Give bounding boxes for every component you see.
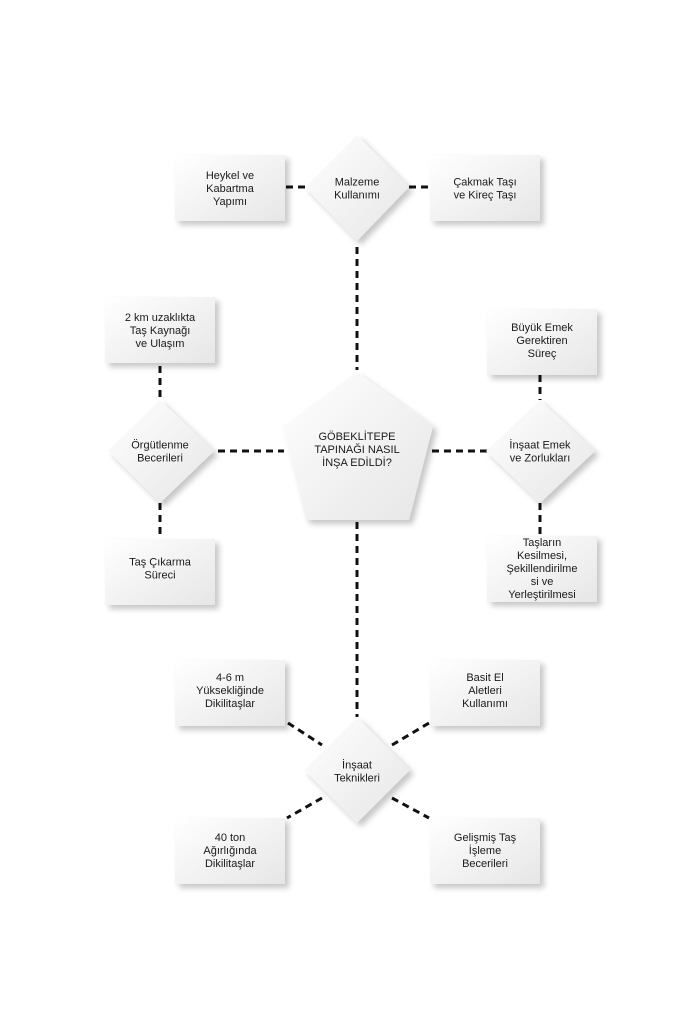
- label-line: Örgütlenme: [131, 440, 188, 452]
- label-line: Yerleştirilmesi: [508, 589, 575, 601]
- label-line: Becerileri: [462, 858, 508, 870]
- label-line: ve Zorlukları: [510, 453, 571, 465]
- label-line: 2 km uzaklıkta: [125, 312, 196, 324]
- label-line: Kullanımı: [334, 190, 380, 202]
- label-line: Gelişmiş Taş: [454, 832, 517, 844]
- label-line: Dikilitaşlar: [205, 858, 255, 870]
- label-line: Taş Kaynağı: [130, 325, 191, 337]
- label-line: si ve: [531, 576, 554, 588]
- connector-techniques-height: [287, 721, 323, 747]
- connector-techniques-weight: [286, 796, 323, 820]
- label-line: Taş Çıkarma: [129, 557, 192, 569]
- label-line: ve Ulaşım: [136, 338, 185, 350]
- label-line: Heykel ve: [206, 170, 254, 182]
- label-line: 40 ton: [215, 832, 246, 844]
- label-line: Yüksekliğinde: [196, 685, 264, 697]
- label-line: Basit El: [466, 672, 503, 684]
- label-line: TAPINAĞI NASIL: [314, 443, 399, 456]
- label-line: İNŞA EDİLDİ?: [322, 456, 392, 469]
- label-line: Kullanımı: [462, 698, 508, 710]
- connectors: [158, 185, 542, 820]
- label-line: Büyük Emek: [511, 322, 573, 334]
- label-line: ve Kireç Taşı: [454, 190, 517, 202]
- label-line: Yapımı: [213, 196, 247, 208]
- label-line: İnşaat Emek: [509, 439, 571, 452]
- label-line: Çakmak Taşı: [453, 177, 516, 189]
- label-line: İşleme: [469, 844, 501, 857]
- label-line: Becerileri: [137, 453, 183, 465]
- label-line: Ağırlığında: [203, 845, 257, 857]
- label-line: Malzeme: [335, 177, 380, 189]
- connector-techniques-skills: [391, 796, 430, 820]
- label-line: Aletleri: [468, 685, 502, 697]
- label-line: Gerektiren: [516, 335, 567, 347]
- label-line: Dikilitaşlar: [205, 698, 255, 710]
- label-line: Taşların: [523, 537, 562, 549]
- label-line: GÖBEKLİTEPE: [318, 430, 395, 443]
- label-line: Kabartma: [206, 183, 255, 195]
- label-line: Şekillendirilme: [507, 563, 578, 575]
- label-line: Süreci: [144, 570, 175, 582]
- connector-techniques-tools: [391, 721, 430, 747]
- label-line: İnşaat: [342, 759, 372, 772]
- label-line: Süreç: [528, 348, 557, 360]
- label-line: Teknikleri: [334, 773, 380, 785]
- label-line: Kesilmesi,: [517, 550, 567, 562]
- label-line: 4-6 m: [216, 672, 244, 684]
